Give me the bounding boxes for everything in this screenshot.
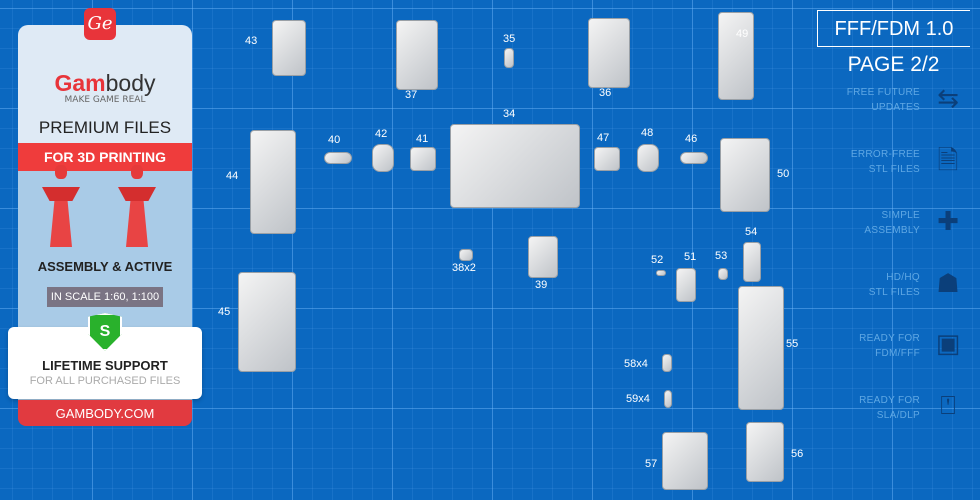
- part-label: 47: [597, 132, 610, 144]
- part-label: 45: [218, 306, 231, 318]
- part-label: 35: [503, 33, 516, 45]
- version-label: FFF/FDM 1.0: [817, 10, 970, 47]
- part-35: [504, 48, 514, 68]
- feature-line: ASSEMBLY: [864, 225, 920, 236]
- articulated-figure-icon: [116, 165, 158, 255]
- part-label: 48: [641, 127, 654, 139]
- part-42: [372, 144, 394, 172]
- lifetime-support-subtitle: FOR ALL PURCHASED FILES: [29, 375, 181, 387]
- premium-files-title: PREMIUM FILES: [38, 118, 172, 137]
- feature-sla: READY FOR SLA/DLP: [820, 393, 920, 423]
- part-59x4: [664, 390, 672, 408]
- part-52: [656, 270, 666, 276]
- part-48: [637, 144, 659, 172]
- part-label: 50: [777, 168, 790, 180]
- part-51: [676, 268, 696, 302]
- page-indicator: PAGE 2/2: [847, 53, 940, 76]
- brand-part-2: body: [105, 70, 156, 96]
- part-label: 55: [786, 338, 799, 350]
- part-label: 38x2: [452, 262, 476, 274]
- part-label: 52: [651, 254, 664, 266]
- feature-line: STL FILES: [868, 287, 920, 298]
- part-label: 42: [375, 128, 388, 140]
- feature-line: READY FOR: [859, 333, 920, 344]
- lifetime-support-title: LIFETIME SUPPORT: [42, 358, 168, 373]
- part-label: 59x4: [626, 393, 650, 405]
- feature-simple-assembly: SIMPLE ASSEMBLY: [820, 208, 920, 238]
- feature-line: STL FILES: [868, 164, 920, 175]
- for-3d-printing-banner: FOR 3D PRINTING: [18, 143, 192, 171]
- part-39: [528, 236, 558, 278]
- website-link[interactable]: GAMBODY.COM: [18, 400, 192, 426]
- updates-icon: ⇆: [937, 84, 959, 114]
- feature-line: READY FOR: [859, 395, 920, 406]
- part-58x4: [662, 354, 672, 372]
- part-label: 44: [226, 170, 239, 182]
- part-label: 58x4: [624, 358, 648, 370]
- part-54: [743, 242, 761, 282]
- part-47: [594, 147, 620, 171]
- feature-hd-hq: HD/HQ STL FILES: [820, 270, 920, 300]
- assembly-active-label: ASSEMBLY & ACTIVE: [37, 259, 173, 274]
- part-36: [588, 18, 630, 88]
- puzzle-icon: ✚: [937, 207, 959, 237]
- feature-line: ERROR-FREE: [850, 149, 920, 160]
- part-44: [250, 130, 296, 234]
- static-figure-icon: [40, 165, 82, 255]
- feature-updates: FREE FUTURE UPDATES: [820, 85, 920, 115]
- part-56: [746, 422, 784, 482]
- feature-error-free: ERROR-FREE STL FILES: [820, 147, 920, 177]
- brand-name: Gambody: [18, 70, 192, 97]
- feature-line: SLA/DLP: [876, 410, 920, 421]
- part-label: 53: [715, 250, 728, 262]
- gambody-logo: Ge: [84, 8, 116, 40]
- part-label: 54: [745, 226, 758, 238]
- sla-printer-icon: ⍞: [940, 391, 956, 421]
- part-label: 36: [599, 87, 612, 99]
- part-41: [410, 147, 436, 171]
- feature-fdm: READY FOR FDM/FFF: [820, 331, 920, 361]
- part-34: [450, 124, 580, 208]
- file-check-icon: 🗎: [937, 146, 959, 176]
- part-38x2: [459, 249, 473, 261]
- feature-line: UPDATES: [871, 102, 920, 113]
- part-57: [662, 432, 708, 490]
- part-label: 41: [416, 133, 429, 145]
- part-label: 39: [535, 279, 548, 291]
- fdm-printer-icon: ▣: [935, 329, 961, 359]
- part-46: [680, 152, 708, 164]
- part-55: [738, 286, 784, 410]
- scale-badge: IN SCALE 1:60, 1:100: [47, 287, 163, 307]
- feature-line: FDM/FFF: [875, 348, 920, 359]
- part-label: 40: [328, 134, 341, 146]
- part-43: [272, 20, 306, 76]
- part-label: 37: [405, 89, 418, 101]
- figure-icon: ☗: [936, 269, 960, 299]
- part-50: [720, 138, 770, 212]
- feature-line: FREE FUTURE: [846, 87, 920, 98]
- part-label: 43: [245, 35, 258, 47]
- part-label: 56: [791, 448, 804, 460]
- part-45: [238, 272, 296, 372]
- slogan: MAKE GAME REAL: [64, 95, 146, 105]
- part-label: 34: [503, 108, 516, 120]
- feature-line: HD/HQ: [886, 272, 920, 283]
- part-label: 46: [685, 133, 698, 145]
- part-label: 51: [684, 251, 697, 263]
- feature-line: SIMPLE: [881, 210, 920, 221]
- part-40: [324, 152, 352, 164]
- part-49: [718, 12, 754, 100]
- part-53: [718, 268, 728, 280]
- brand-part-1: Gam: [54, 70, 106, 96]
- part-37: [396, 20, 438, 90]
- part-label: 49: [736, 28, 749, 40]
- part-label: 57: [645, 458, 658, 470]
